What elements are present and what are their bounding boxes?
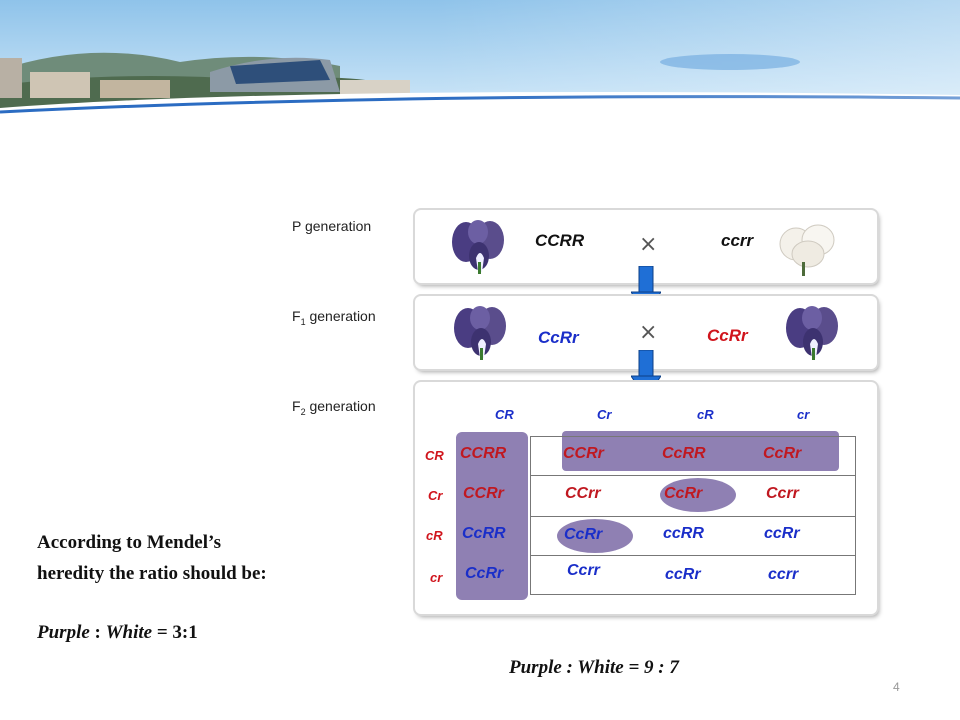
punnett-cell: CCrr: [565, 485, 601, 502]
row-highlight: [562, 431, 839, 471]
grid-line: [530, 594, 856, 595]
mendel-text-line2: heredity the ratio should be:: [37, 563, 267, 584]
grid-line: [530, 555, 856, 556]
grid-line: [530, 436, 856, 437]
grid-line: [530, 436, 531, 594]
f1-generation-label: F1 generation: [292, 308, 376, 327]
row-gamete: CR: [425, 448, 444, 463]
column-gamete: cr: [797, 407, 810, 422]
punnett-cell: ccRr: [665, 566, 701, 583]
white-flower-icon: [779, 224, 835, 276]
mendel-text-line1: According to Mendel’s: [37, 532, 221, 553]
punnett-cell: CcRr: [664, 485, 703, 502]
punnett-cell: CcRr: [564, 526, 603, 543]
p-generation-label: P generation: [292, 218, 372, 234]
punnett-cell: CcRr: [763, 445, 802, 462]
cell-highlight: [660, 478, 736, 512]
row-gamete: cr: [430, 570, 443, 585]
punnett-cell: CcRR: [462, 525, 506, 542]
cell-highlight: [557, 519, 633, 553]
punnett-cell: ccrr: [768, 566, 799, 583]
purple-flower-icon: [452, 220, 504, 274]
grid-line: [855, 436, 856, 594]
page-number: 4: [893, 680, 900, 694]
f2-generation-label: F2 generation: [292, 398, 376, 417]
purple-flower-icon: [786, 306, 838, 360]
grid-line: [530, 516, 856, 517]
column-gamete: Cr: [597, 407, 612, 422]
cross-symbol: ×: [639, 232, 658, 257]
row-gamete: Cr: [428, 488, 443, 503]
column-gamete: cR: [697, 407, 714, 422]
f1-right-genotype: CcRr: [707, 326, 748, 345]
punnett-cell: CCRR: [460, 445, 507, 462]
punnett-cell: CcRr: [465, 565, 504, 582]
header-banner: [0, 0, 960, 125]
punnett-cell: CCRr: [563, 445, 604, 462]
cross-symbol: ×: [639, 320, 658, 345]
mendel-ratio: Purple : White = 3:1: [37, 622, 198, 643]
punnett-cell: CcRR: [662, 445, 706, 462]
punnett-cell: Ccrr: [567, 562, 600, 579]
column-gamete: CR: [495, 407, 514, 422]
f1-left-genotype: CcRr: [538, 328, 579, 347]
punnett-cell: ccRr: [764, 525, 800, 542]
row-gamete: cR: [426, 528, 443, 543]
grid-line: [530, 475, 856, 476]
column-highlight: [456, 432, 528, 600]
purple-flower-icon: [454, 306, 506, 360]
punnett-cell: ccRR: [663, 525, 704, 542]
p-left-genotype: CCRR: [535, 231, 585, 250]
punnett-cell: CCRr: [463, 485, 504, 502]
punnett-cell: Ccrr: [766, 485, 799, 502]
observed-ratio: Purple : White = 9 : 7: [509, 657, 679, 678]
p-right-genotype: ccrr: [721, 231, 754, 250]
